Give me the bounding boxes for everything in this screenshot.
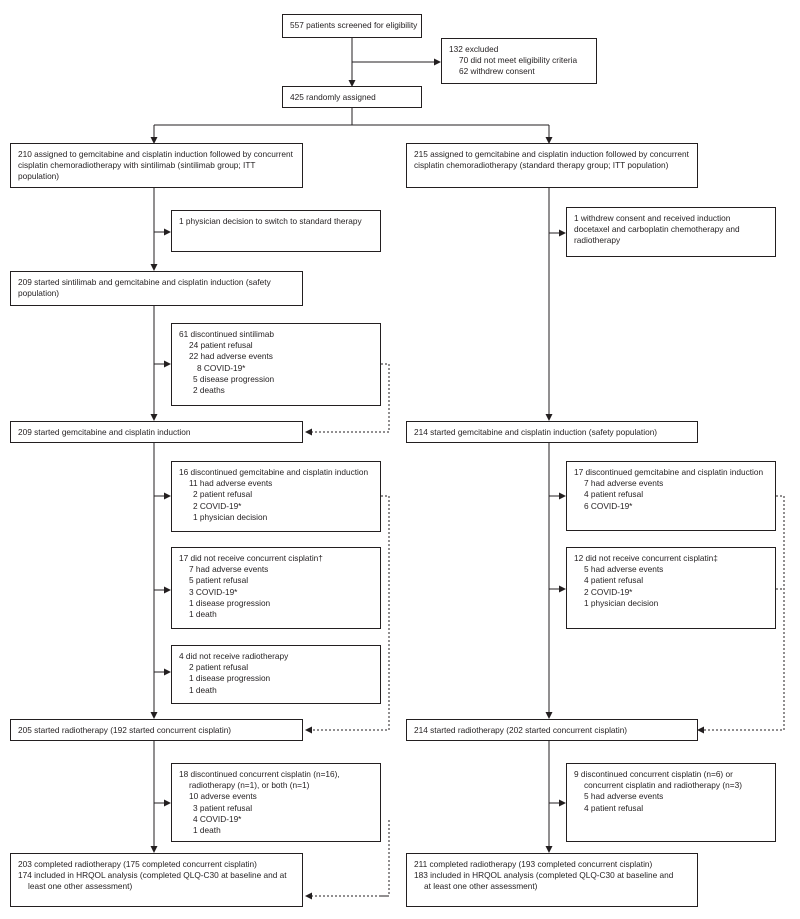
right-no-cisplatin-reason: 2 COVID-19*: [584, 586, 633, 597]
randomised-box: 425 randomly assigned: [282, 86, 422, 108]
right-started-radiotherapy-box: 214 started radiotherapy (202 started co…: [406, 719, 698, 741]
left-disc-concurrent-box: 18 discontinued concurrent cisplatin (n=…: [171, 763, 381, 842]
left-no-cisplatin-reason: 3 COVID-19*: [189, 586, 238, 597]
left-started-induction-text: 209 started gemcitabine and cisplatin in…: [18, 427, 191, 437]
left-started-radiotherapy-text: 205 started radiotherapy (192 started co…: [18, 725, 232, 735]
left-no-cisplatin-reason: 1 death: [189, 609, 217, 620]
left-no-radiotherapy-title: 4 did not receive radiotherapy: [179, 651, 289, 661]
left-no-cisplatin-box: 17 did not receive concurrent cisplatin†…: [171, 547, 381, 629]
right-completed-text: at least one other assessment): [424, 881, 538, 892]
left-completed-text: 203 completed radiotherapy (175 complete…: [18, 859, 257, 869]
screened-box: 557 patients screened for eligibility: [282, 14, 422, 38]
left-disc-induction-reason: 11 had adverse events: [189, 478, 273, 489]
right-completed-box: 211 completed radiotherapy (193 complete…: [406, 853, 698, 907]
left-started-sintilimab-text: 209 started sintilimab and gemcitabine a…: [18, 277, 271, 299]
left-exclusion-text: 1 physician decision to switch to standa…: [179, 216, 362, 226]
left-no-radiotherapy-box: 4 did not receive radiotherapy 2 patient…: [171, 645, 381, 704]
right-no-cisplatin-reason: 4 patient refusal: [584, 575, 644, 586]
left-completed-text: 174 included in HRQOL analysis (complete…: [18, 870, 287, 881]
left-disc-sintilimab-reason: 24 patient refusal: [189, 340, 253, 351]
left-disc-sintilimab-title: 61 discontinued sintilimab: [179, 329, 275, 339]
right-started-radiotherapy-text: 214 started radiotherapy (202 started co…: [414, 725, 628, 735]
left-disc-concurrent-reason: 3 patient refusal: [193, 802, 253, 813]
left-disc-induction-reason: 2 COVID-19*: [193, 500, 242, 511]
right-started-induction-text: 214 started gemcitabine and cisplatin in…: [414, 427, 658, 437]
left-no-radiotherapy-reason: 1 death: [189, 684, 217, 695]
right-exclusion-box: 1 withdrew consent and received inductio…: [566, 207, 776, 257]
left-disc-induction-title: 16 discontinued gemcitabine and cisplati…: [179, 467, 369, 477]
dotted-left-completed-return: [305, 820, 390, 900]
right-no-cisplatin-reason: 1 physician decision: [584, 597, 659, 608]
right-started-induction-box: 214 started gemcitabine and cisplatin in…: [406, 421, 698, 443]
left-no-cisplatin-reason: 7 had adverse events: [189, 564, 269, 575]
left-no-radiotherapy-reason: 1 disease progression: [189, 673, 271, 684]
right-disc-concurrent-title: 9 discontinued concurrent cisplatin (n=6…: [574, 769, 733, 779]
left-disc-concurrent-reason: 4 COVID-19*: [193, 813, 242, 824]
left-disc-concurrent-title: 18 discontinued concurrent cisplatin (n=…: [179, 769, 340, 779]
dotted-left-sintilimab-return: [305, 363, 390, 436]
left-disc-induction-reason: 2 patient refusal: [193, 489, 253, 500]
right-disc-concurrent-reason: 5 had adverse events: [584, 791, 664, 802]
left-disc-sintilimab-reason: 5 disease progression: [193, 373, 275, 384]
left-disc-induction-reason: 1 physician decision: [193, 511, 268, 522]
right-disc-concurrent-reason: 4 patient refusal: [584, 802, 644, 813]
excluded-title: 132 excluded: [449, 44, 499, 54]
screened-text: 557 patients screened for eligibility: [290, 20, 418, 30]
randomised-text: 425 randomly assigned: [290, 92, 376, 102]
right-no-cisplatin-box: 12 did not receive concurrent cisplatin‡…: [566, 547, 776, 629]
right-disc-induction-reason: 6 COVID-19*: [584, 500, 633, 511]
left-exclusion-box: 1 physician decision to switch to standa…: [171, 210, 381, 252]
left-no-cisplatin-reason: 5 patient refusal: [189, 575, 249, 586]
left-assigned-box: 210 assigned to gemcitabine and cisplati…: [10, 143, 303, 188]
right-completed-text: 183 included in HRQOL analysis (complete…: [414, 870, 674, 881]
left-disc-sintilimab-reason: 2 deaths: [193, 385, 225, 396]
right-disc-induction-reason: 4 patient refusal: [584, 489, 644, 500]
right-disc-induction-reason: 7 had adverse events: [584, 478, 664, 489]
right-no-cisplatin-title: 12 did not receive concurrent cisplatin‡: [574, 553, 718, 563]
left-no-cisplatin-reason: 1 disease progression: [189, 597, 271, 608]
right-assigned-text: 215 assigned to gemcitabine and cisplati…: [414, 149, 689, 171]
left-disc-sintilimab-box: 61 discontinued sintilimab 24 patient re…: [171, 323, 381, 406]
excluded-reason: 70 did not meet eligibility criteria: [459, 55, 578, 66]
right-no-cisplatin-reason: 5 had adverse events: [584, 564, 664, 575]
dotted-right-induction-return: [697, 495, 785, 734]
left-started-radiotherapy-box: 205 started radiotherapy (192 started co…: [10, 719, 303, 741]
left-disc-induction-box: 16 discontinued gemcitabine and cisplati…: [171, 461, 381, 532]
right-disc-induction-box: 17 discontinued gemcitabine and cisplati…: [566, 461, 776, 531]
right-disc-induction-title: 17 discontinued gemcitabine and cisplati…: [574, 467, 764, 477]
left-disc-sintilimab-reason: 8 COVID-19*: [197, 362, 246, 373]
left-completed-text: least one other assessment): [28, 881, 133, 892]
right-completed-text: 211 completed radiotherapy (193 complete…: [414, 859, 653, 869]
left-no-radiotherapy-reason: 2 patient refusal: [189, 662, 249, 673]
left-assigned-text: 210 assigned to gemcitabine and cisplati…: [18, 149, 293, 182]
excluded-reason: 62 withdrew consent: [459, 66, 535, 77]
dotted-left-induction-return: [305, 495, 390, 734]
right-disc-concurrent-title: concurrent cisplatin and radiotherapy (n…: [584, 780, 742, 791]
left-completed-box: 203 completed radiotherapy (175 complete…: [10, 853, 303, 907]
left-disc-concurrent-title: radiotherapy (n=1), or both (n=1): [189, 780, 310, 791]
left-disc-concurrent-reason: 1 death: [193, 825, 221, 836]
right-exclusion-text: 1 withdrew consent and received inductio…: [574, 213, 740, 246]
left-started-induction-box: 209 started gemcitabine and cisplatin in…: [10, 421, 303, 443]
left-disc-concurrent-reason: 10 adverse events: [189, 791, 257, 802]
excluded-box: 132 excluded 70 did not meet eligibility…: [441, 38, 597, 84]
right-disc-concurrent-box: 9 discontinued concurrent cisplatin (n=6…: [566, 763, 776, 842]
left-disc-sintilimab-reason: 22 had adverse events: [189, 351, 273, 362]
right-assigned-box: 215 assigned to gemcitabine and cisplati…: [406, 143, 698, 188]
left-started-sintilimab-box: 209 started sintilimab and gemcitabine a…: [10, 271, 303, 306]
left-no-cisplatin-title: 17 did not receive concurrent cisplatin†: [179, 553, 323, 563]
